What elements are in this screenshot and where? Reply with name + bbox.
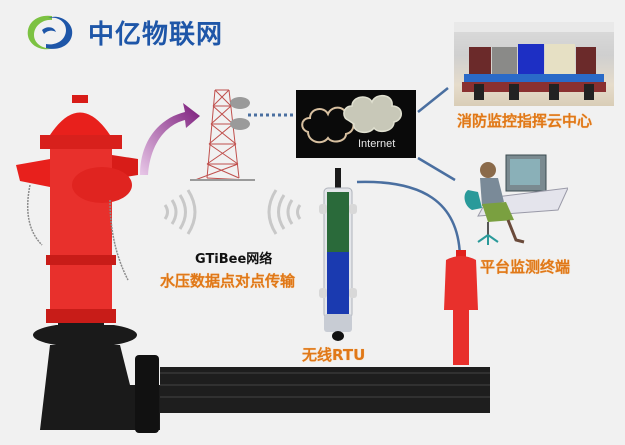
control-center-image (454, 22, 614, 106)
radio-tower-icon (190, 89, 255, 181)
wireless-rtu-device-icon (319, 168, 357, 341)
network-label: GTiBee网络 (195, 248, 272, 267)
logo: 中亿物联网 (22, 8, 262, 56)
internet-cloud: Internet (296, 90, 416, 158)
pressure-sensor-icon (444, 250, 478, 365)
cloud-icon (301, 94, 402, 144)
internet-label: Internet (358, 138, 396, 150)
network-label-text: GTiBee网络 (195, 252, 273, 267)
control-center-label: 消防监控指挥云中心 (457, 112, 593, 130)
logo-text: 中亿物联网 (88, 20, 224, 50)
rtu-label: 无线RTU (302, 346, 366, 364)
water-pipe-icon (33, 325, 490, 433)
operator-workstation-icon (464, 154, 568, 245)
terminal-label: 平台监测终端 (480, 258, 571, 276)
logo-swirl-icon (27, 15, 73, 50)
transmission-label: 水压数据点对点传输 (160, 272, 296, 290)
